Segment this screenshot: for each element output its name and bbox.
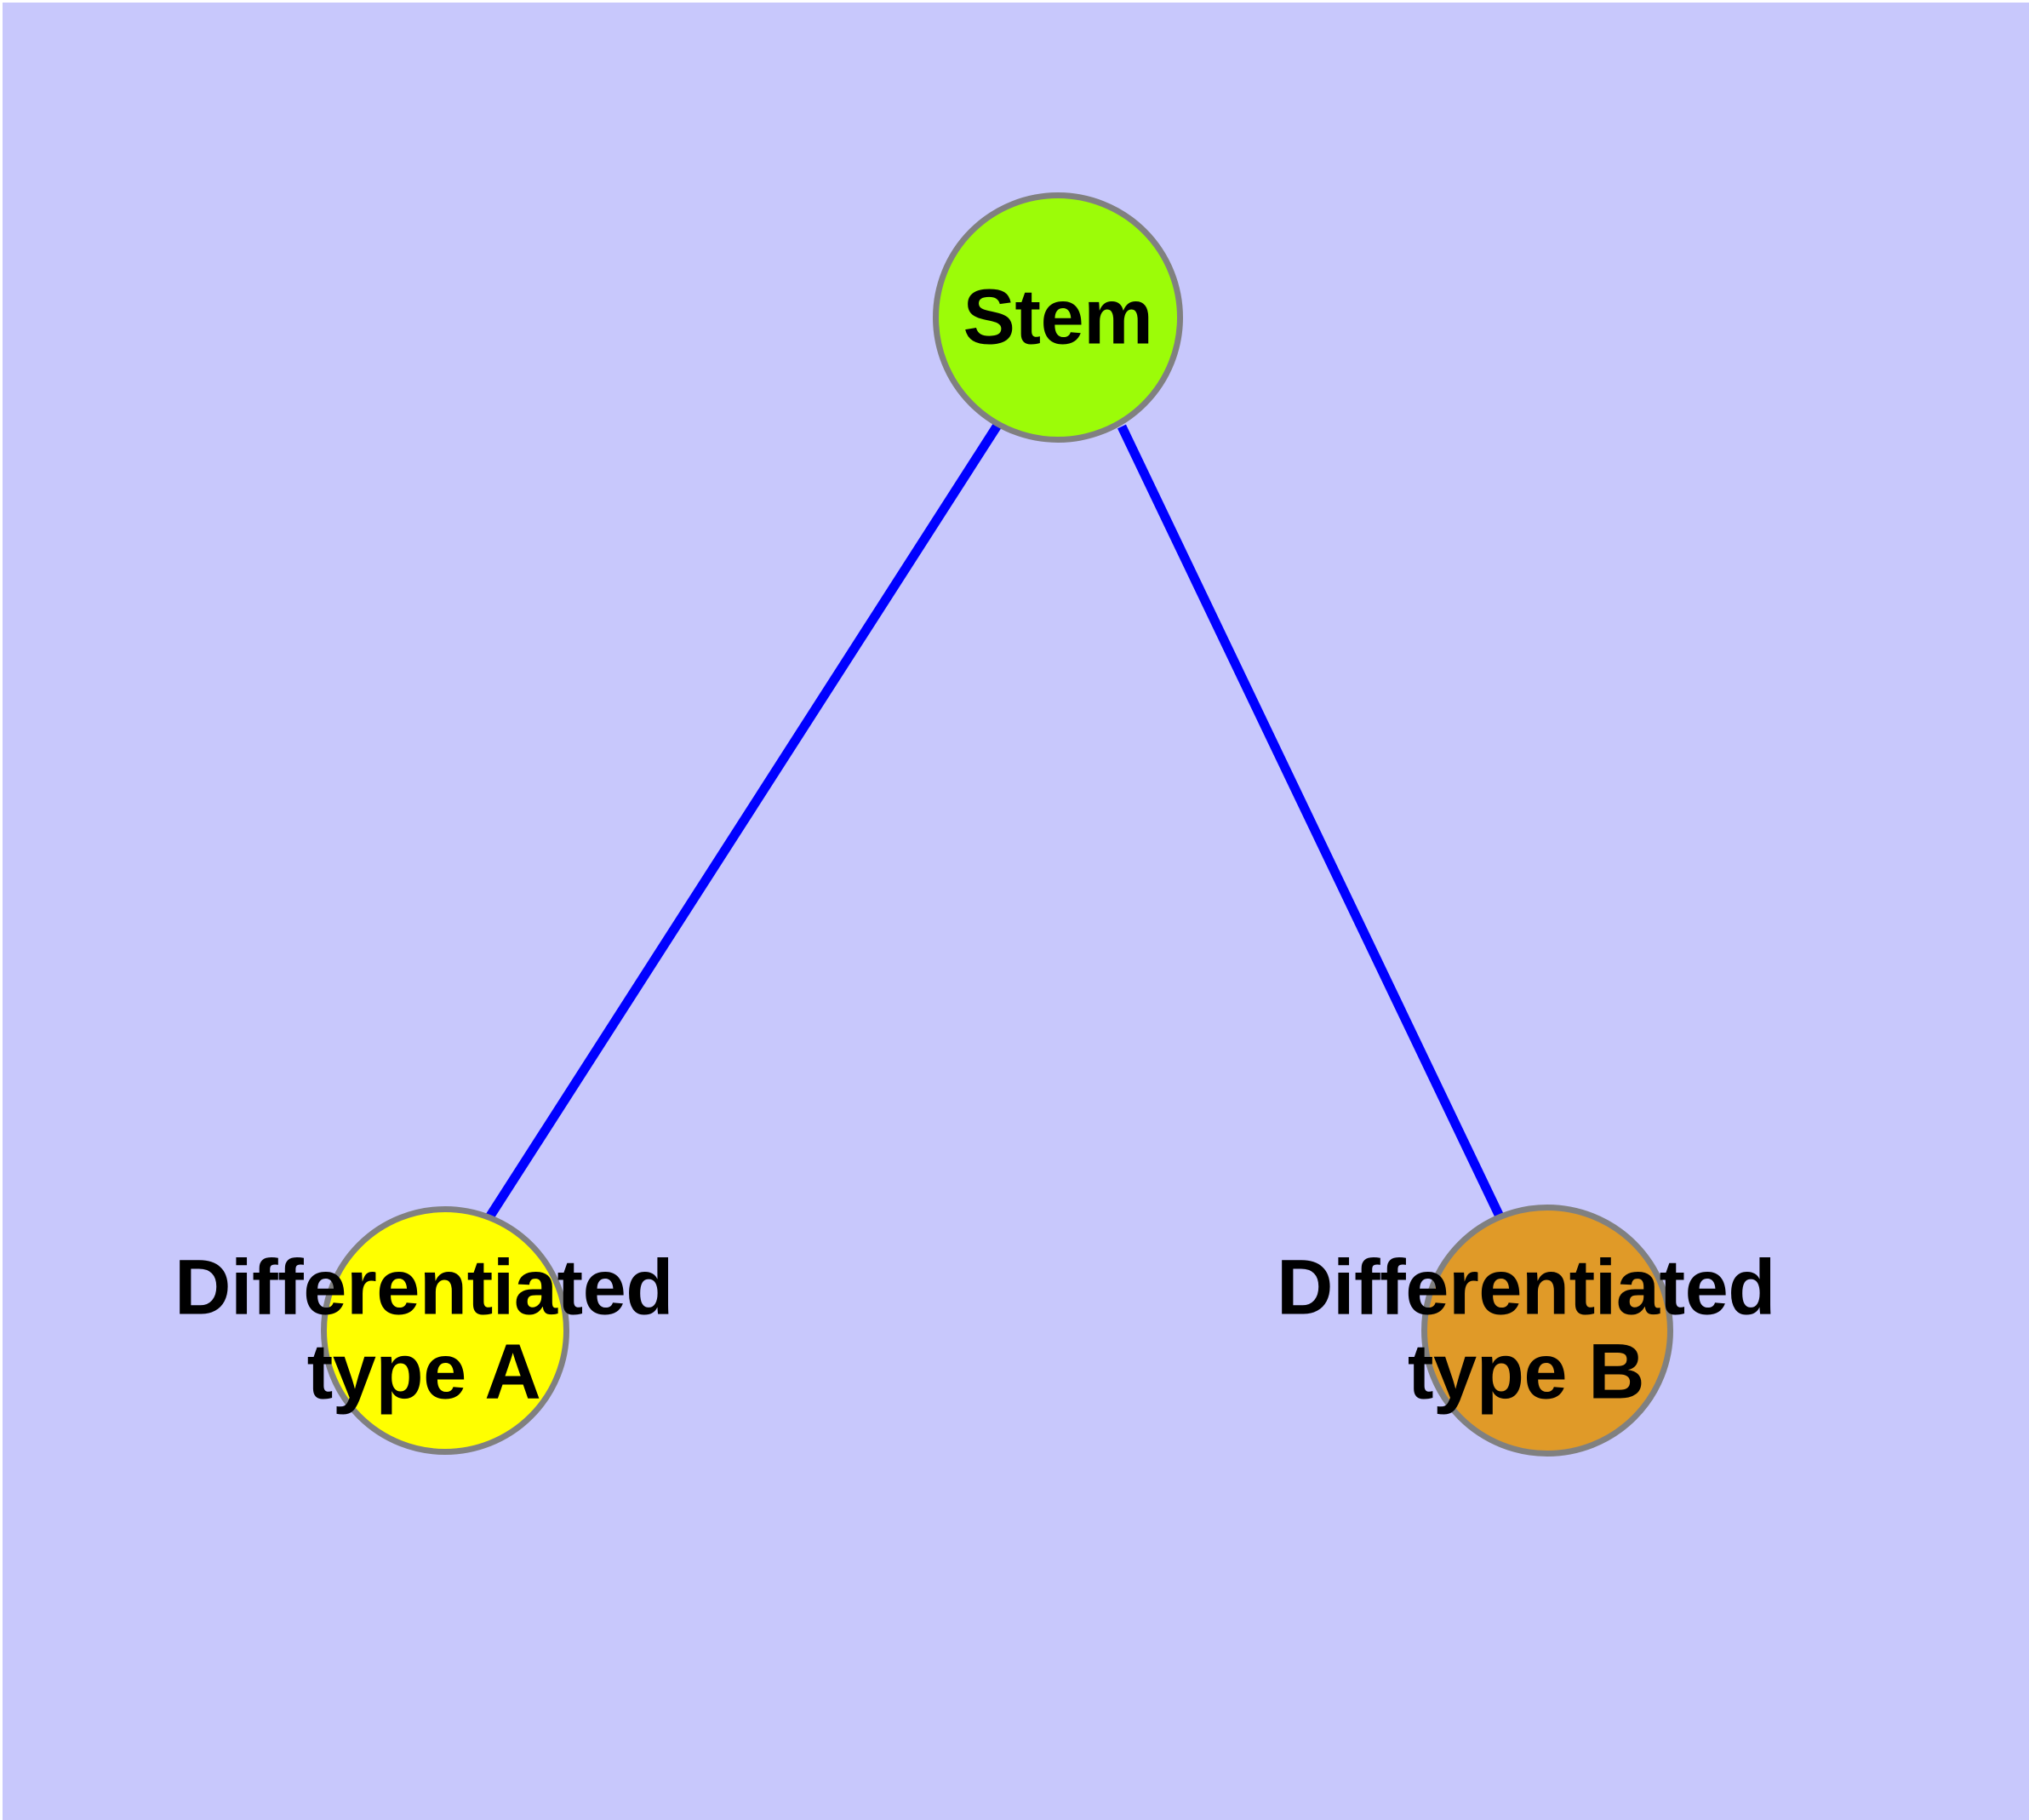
- node-differentiated-type-a[interactable]: Differentiated type A: [174, 1206, 673, 1455]
- edge-stem-to-diff-a: [483, 421, 1003, 1222]
- node-differentiated-type-b-circle[interactable]: [1421, 1205, 1673, 1457]
- node-differentiated-type-b[interactable]: Differentiated type B: [1277, 1205, 1775, 1457]
- edge-stem-to-diff-b: [1117, 424, 1505, 1221]
- node-layer: Stem Differentiated type A Differentiate…: [3, 3, 2029, 1820]
- node-differentiated-type-a-circle[interactable]: [321, 1206, 569, 1455]
- node-stem[interactable]: Stem: [933, 192, 1183, 443]
- node-stem-circle[interactable]: [933, 192, 1183, 443]
- edge-layer: [483, 421, 1505, 1222]
